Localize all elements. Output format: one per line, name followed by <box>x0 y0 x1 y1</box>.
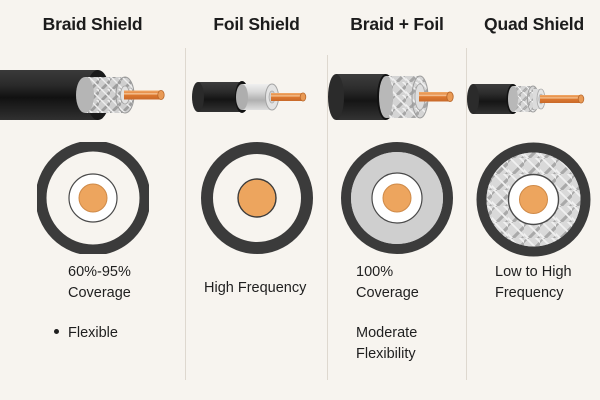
fact-frequency: Low to High Frequency <box>495 262 600 303</box>
fact-line: 60%-95% <box>68 264 131 280</box>
column-divider-3 <box>466 48 467 380</box>
fact-line: High Frequency <box>204 280 307 296</box>
cross-section-braid-plus-foil <box>328 142 466 254</box>
fact-coverage: 60%-95% Coverage <box>68 262 178 303</box>
fact-coverage: 100% Coverage <box>356 262 466 303</box>
column-title-foil-shield: Foil Shield <box>213 14 300 34</box>
fact-line: Flexibility <box>356 345 416 362</box>
column-title-quad-shield: Quad Shield <box>484 14 584 34</box>
column-divider-2 <box>327 55 328 380</box>
fact-line: Coverage <box>356 284 419 301</box>
fact-line: Flexible <box>68 325 118 342</box>
facts-quad-shield: Low to High Frequency <box>495 262 600 303</box>
cable-illustration-quad-shield <box>467 56 600 138</box>
bullet-icon <box>54 329 59 335</box>
column-braid-shield: Braid Shield <box>0 0 185 400</box>
facts-braid-plus-foil: 100% Coverage Moderate Flexibility <box>356 262 466 364</box>
cross-section-quad-shield <box>467 142 600 257</box>
column-braid-plus-foil: Braid + Foil <box>328 0 466 400</box>
cable-illustration-braid-shield <box>0 56 185 138</box>
fact-flexibility: Moderate Flexibility <box>356 323 466 364</box>
column-quad-shield: Quad Shield <box>467 0 600 400</box>
column-title-braid-shield: Braid Shield <box>42 14 143 34</box>
cable-illustration-braid-plus-foil <box>328 56 466 138</box>
facts-braid-shield: 60%-95% Coverage Flexible <box>54 262 178 344</box>
fact-line: Frequency <box>495 284 564 301</box>
fact-line: 100% <box>356 264 394 280</box>
cross-section-foil-shield <box>186 142 327 254</box>
fact-line: Coverage <box>68 284 131 301</box>
column-divider-1 <box>185 48 186 380</box>
cross-section-braid-shield <box>0 142 185 254</box>
column-foil-shield: Foil Shield <box>186 0 327 400</box>
fact-flexible: Flexible <box>54 323 178 344</box>
fact-line: Low to High <box>495 264 572 280</box>
column-title-braid-plus-foil: Braid + Foil <box>350 14 444 34</box>
facts-foil-shield: High Frequency <box>204 278 329 299</box>
fact-line: Moderate <box>356 325 418 342</box>
cable-illustration-foil-shield <box>186 56 327 138</box>
fact-frequency: High Frequency <box>204 278 329 299</box>
